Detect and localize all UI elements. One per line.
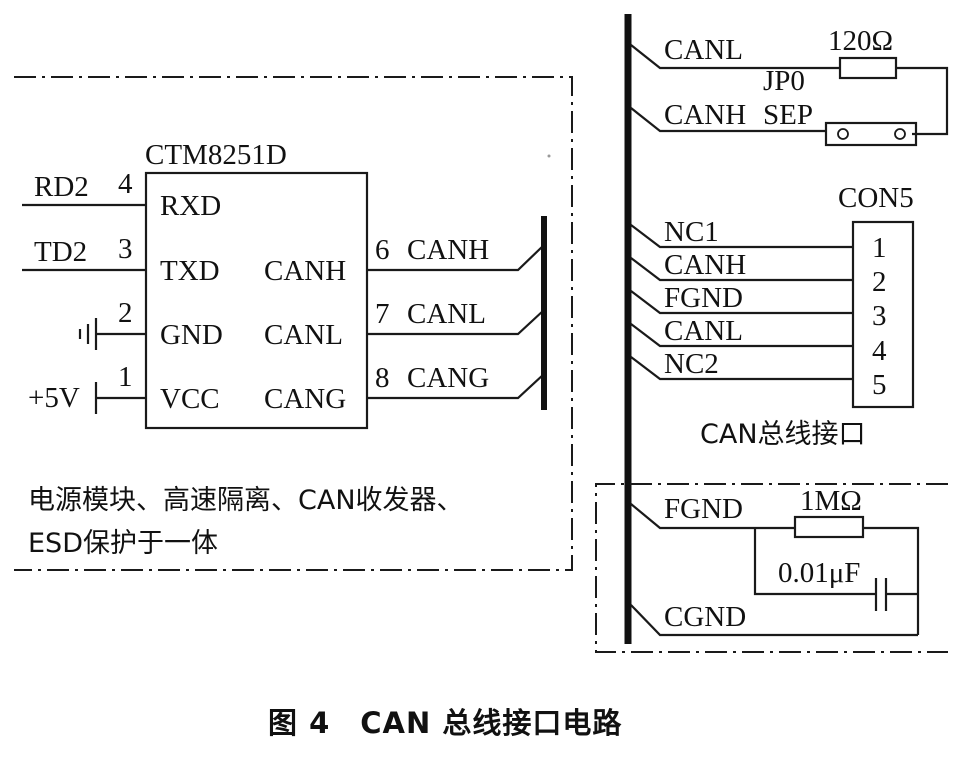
net-label-td2: TD2 xyxy=(34,236,87,268)
module-boundary xyxy=(14,76,573,571)
pin-cang: CANG 8 CANG xyxy=(264,362,545,415)
filter-fgnd-label: FGND xyxy=(664,493,743,525)
termination-network: CANL 120Ω CANH JP0 SEP xyxy=(630,25,949,147)
connector-body xyxy=(851,220,915,409)
jumper-label: JP0 xyxy=(763,65,805,97)
jumper-type: SEP xyxy=(763,99,813,131)
ground-filter-boundary xyxy=(595,483,948,653)
figure-caption: 图 4 CAN 总线接口电路 xyxy=(268,706,622,740)
pin-label-canh: CANH xyxy=(264,255,346,287)
net-label-canh: CANH xyxy=(407,234,489,266)
resistor-1m xyxy=(793,515,865,539)
term-canh-label: CANH xyxy=(664,99,746,131)
scan-speck xyxy=(547,154,551,158)
connector-pin-2: 2 xyxy=(872,266,887,298)
pin-canl: CANL 7 CANL xyxy=(264,298,545,351)
resistor-1m-value: 1MΩ xyxy=(800,485,862,517)
signal-canl: CANL xyxy=(664,315,743,347)
net-label-cang: CANG xyxy=(407,362,489,394)
pin-label-cang: CANG xyxy=(264,383,346,415)
module-note-line1: 电源模块、高速隔离、CAN收发器、 xyxy=(28,485,464,516)
pin-number-4: 4 xyxy=(118,168,133,200)
ground-filter: FGND 1MΩ 0.01μF CGND xyxy=(630,485,920,637)
filter-cgnd-label: CGND xyxy=(664,601,746,633)
pin-label-canl: CANL xyxy=(264,319,343,351)
pin-label-txd: TXD xyxy=(160,255,220,287)
net-label-rd2: RD2 xyxy=(34,171,89,203)
connector-pin-4: 4 xyxy=(872,335,887,367)
pin-gnd: 2 GND xyxy=(78,297,223,351)
pin-txd: TD2 3 TXD xyxy=(22,233,220,287)
connector-name: CON5 xyxy=(838,182,914,214)
pin-label-rxd: RXD xyxy=(160,190,221,222)
pin-number-6: 6 xyxy=(375,234,390,266)
connector-caption: CAN总线接口 xyxy=(700,419,866,450)
chip-body xyxy=(144,171,369,430)
connector-pin-5: 5 xyxy=(872,369,887,401)
pin-label-gnd: GND xyxy=(160,319,223,351)
pin-canh: CANH 6 CANH xyxy=(264,234,545,287)
pin-label-vcc: VCC xyxy=(160,383,220,415)
signal-nc2: NC2 xyxy=(664,348,719,380)
signal-fgnd: FGND xyxy=(664,282,743,314)
pin-number-2: 2 xyxy=(118,297,133,329)
connector-pin-1: 1 xyxy=(872,232,887,264)
connector-pin-3: 3 xyxy=(872,300,887,332)
net-label-canl: CANL xyxy=(407,298,486,330)
module-note-line2: ESD保护于一体 xyxy=(28,528,218,559)
signal-canh: CANH xyxy=(664,249,746,281)
pin-number-1: 1 xyxy=(118,361,133,393)
resistor-120 xyxy=(838,56,898,80)
term-canl-label: CANL xyxy=(664,34,743,66)
jumper-jp0 xyxy=(824,121,918,147)
pin-number-3: 3 xyxy=(118,233,133,265)
resistor-120-value: 120Ω xyxy=(828,25,893,57)
connector-con5: CON5 1 2 3 4 5 NC1 CANH FGND CANL NC2 xyxy=(630,182,915,409)
signal-nc1: NC1 xyxy=(664,216,719,248)
net-label-5v: +5V xyxy=(28,382,80,414)
capacitor-value: 0.01μF xyxy=(778,557,860,589)
pin-number-7: 7 xyxy=(375,298,390,330)
pin-rxd: RD2 4 RXD xyxy=(22,168,221,222)
pin-number-8: 8 xyxy=(375,362,390,394)
pin-vcc: +5V 1 VCC xyxy=(28,361,220,415)
chip-name: CTM8251D xyxy=(145,139,287,171)
